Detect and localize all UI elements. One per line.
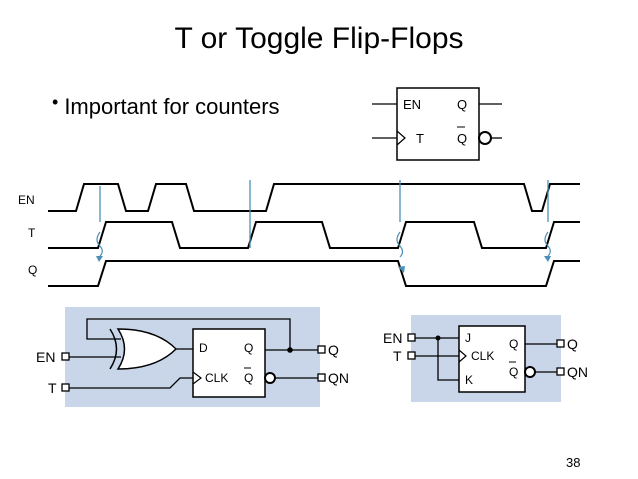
- wire-feedback: [86, 318, 291, 350]
- timing-label-q: Q: [28, 263, 37, 277]
- junction-dot: [435, 335, 441, 341]
- terminal-en: [61, 352, 70, 361]
- waveform-q: [48, 260, 580, 287]
- d-flipflop-box: [192, 328, 266, 398]
- clock-triangle-icon: [396, 130, 406, 146]
- pin-label-q: Q: [244, 341, 253, 355]
- output-label-q: Q: [567, 336, 578, 352]
- causal-arrowhead-icon: [96, 256, 103, 262]
- timing-label-en: EN: [18, 193, 35, 207]
- symbol-pin-t: T: [416, 131, 424, 146]
- timing-label-t: T: [28, 226, 36, 240]
- output-label-qn: QN: [328, 370, 349, 386]
- inversion-bubble-icon: [478, 131, 492, 145]
- jk-flipflop-circuit: EN T J CLK K Q Q Q QN: [383, 315, 588, 402]
- inversion-bubble-icon: [264, 372, 276, 384]
- slide-title: T or Toggle Flip-Flops: [174, 22, 464, 55]
- waveform-en: [48, 183, 580, 212]
- pin-label-q: Q: [509, 337, 518, 351]
- pin-label-d: D: [199, 341, 208, 355]
- terminal-en: [407, 333, 416, 342]
- pin-label-clk: CLK: [471, 349, 494, 363]
- waveform-t: [48, 221, 580, 249]
- inversion-bubble-icon: [524, 366, 536, 378]
- input-label-en: EN: [383, 330, 402, 346]
- symbol-pin-qbar: Q: [457, 131, 467, 146]
- input-label-en: EN: [36, 349, 55, 365]
- wire-t: [67, 377, 193, 389]
- causal-arrowhead-icon: [544, 256, 551, 262]
- causal-arrow-icon: [96, 231, 103, 258]
- pin-label-k: K: [465, 373, 473, 387]
- junction-dot: [287, 347, 293, 353]
- pin-label-qbar: Q: [509, 365, 518, 379]
- symbol-pin-en: EN: [403, 97, 421, 112]
- output-label-qn: QN: [567, 364, 588, 380]
- clock-triangle-icon: [192, 371, 202, 385]
- bullet-text: Important for counters: [64, 94, 280, 119]
- jk-flipflop-box: [458, 325, 526, 393]
- symbol-box: [396, 87, 480, 161]
- xor-d-flipflop-circuit: EN T D CLK Q Q Q QN: [36, 307, 349, 407]
- terminal-qn: [556, 367, 565, 376]
- causal-arrow-icon: [544, 231, 551, 258]
- causal-arrowhead-icon: [398, 266, 405, 273]
- pin-label-qbar: Q: [244, 371, 253, 385]
- causal-arrow-icon: [396, 231, 404, 258]
- bullet-item: •Important for counters: [52, 92, 280, 120]
- t-flipflop-symbol: EN Q T Q: [372, 87, 502, 161]
- timing-diagram: EN T Q: [18, 180, 580, 287]
- pin-label-j: J: [465, 331, 471, 345]
- wire-en-to-k: [437, 338, 459, 381]
- terminal-qn: [317, 373, 326, 382]
- bullet-dot-icon: •: [52, 92, 59, 112]
- terminal-q: [317, 345, 326, 354]
- symbol-pin-q: Q: [457, 97, 467, 112]
- input-label-t: T: [48, 380, 57, 396]
- output-label-q: Q: [328, 342, 339, 358]
- page-number: 38: [566, 455, 581, 470]
- pin-label-clk: CLK: [205, 371, 228, 385]
- terminal-q: [556, 339, 565, 348]
- terminal-t: [61, 383, 70, 392]
- xor-gate-extra-curve: [109, 328, 118, 370]
- terminal-t: [407, 351, 416, 360]
- clock-triangle-icon: [458, 349, 467, 363]
- xor-gate-body: [116, 328, 178, 370]
- input-label-t: T: [393, 348, 402, 364]
